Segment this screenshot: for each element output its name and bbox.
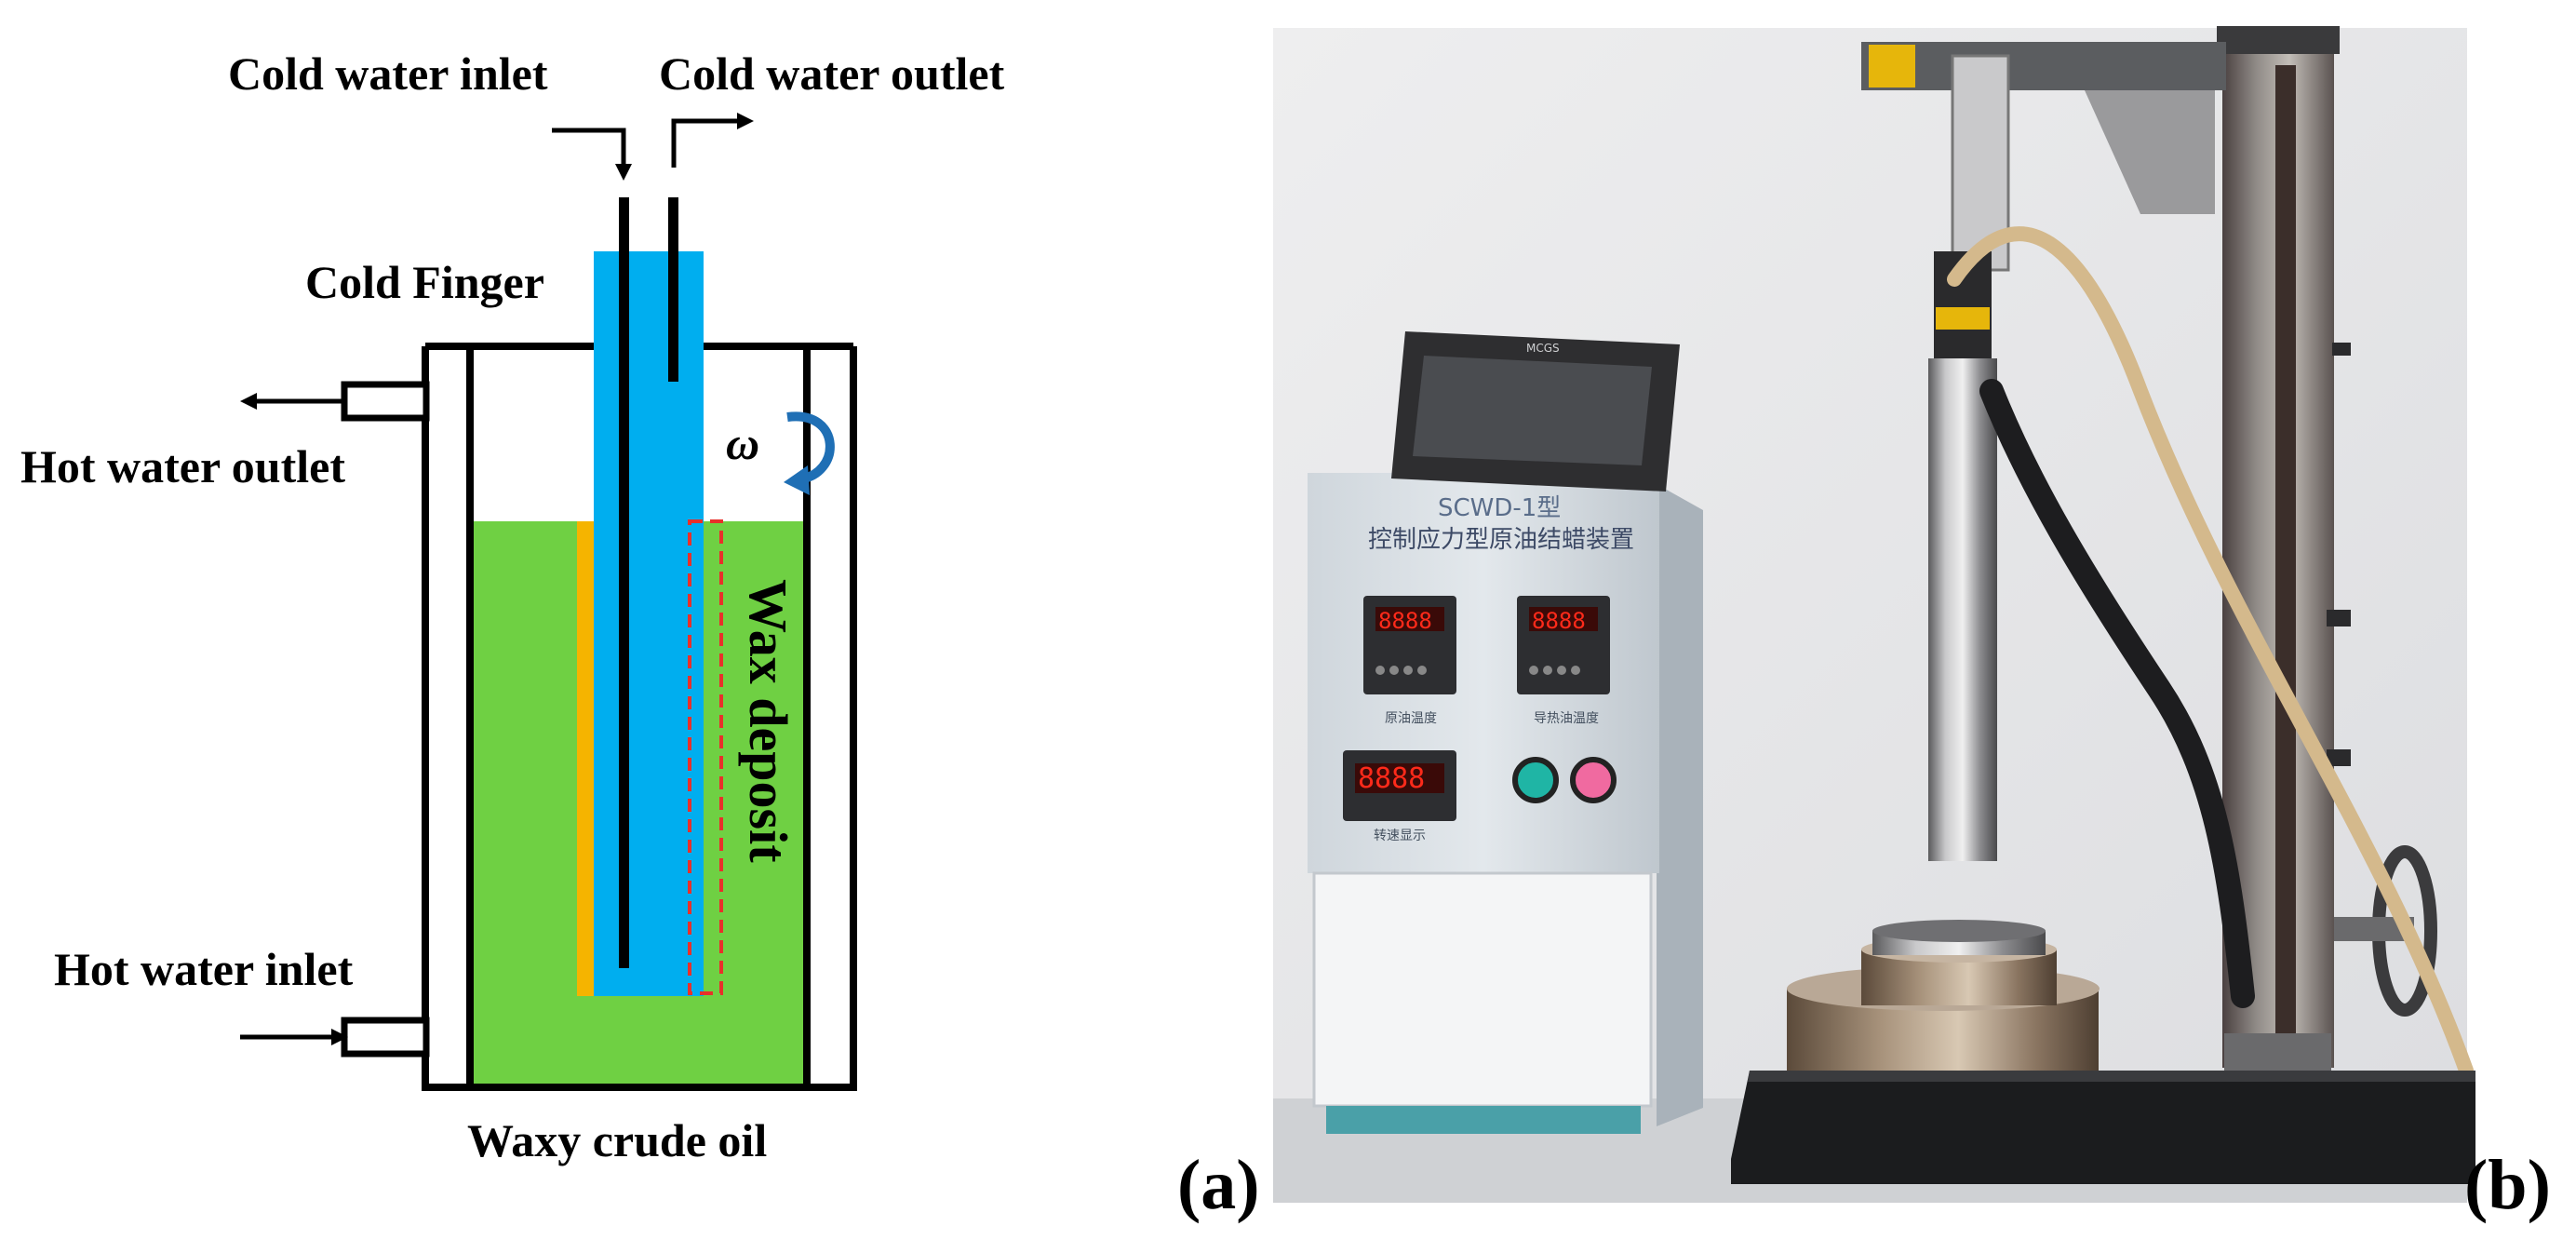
wax-layer bbox=[577, 521, 594, 996]
black-hose bbox=[1979, 379, 2255, 1008]
speed-display-value: 8888 bbox=[1358, 762, 1425, 795]
base-plate-top bbox=[1748, 1071, 2475, 1082]
controller-model-text: SCWD-1型 bbox=[1438, 494, 1561, 522]
cold-finger-label: Cold Finger bbox=[305, 256, 544, 308]
rod-steel bbox=[1928, 358, 1997, 861]
cold-finger-rod bbox=[1928, 251, 1997, 861]
hot-water-inlet-label: Hot water inlet bbox=[54, 943, 354, 995]
rod-coupling-tape bbox=[1936, 307, 1990, 330]
cold-inlet-arrowhead bbox=[615, 164, 632, 181]
cabinet-lower bbox=[1312, 871, 1653, 1108]
cold-finger bbox=[594, 251, 704, 996]
cabinet-foot bbox=[1326, 1106, 1641, 1134]
cold-outlet-arrowhead bbox=[737, 113, 754, 129]
cold-inlet-arrow bbox=[552, 128, 626, 168]
panel-label-b: (b) bbox=[2464, 1146, 2551, 1224]
column-knob-2[interactable] bbox=[2327, 749, 2351, 766]
temp-display-2-caption: 导热油温度 bbox=[1534, 711, 1599, 726]
temp-display-1-caption: 原油温度 bbox=[1385, 711, 1437, 726]
rotation-arrow bbox=[786, 411, 835, 484]
stop-button[interactable] bbox=[1570, 757, 1617, 803]
cold-water-inlet-label: Cold water inlet bbox=[228, 47, 548, 100]
stand-top-cap bbox=[2217, 26, 2340, 54]
cold-water-outlet-label: Cold water outlet bbox=[659, 47, 1005, 100]
column-knob-1[interactable] bbox=[2327, 610, 2351, 626]
hot-inlet-arrowhead bbox=[331, 1029, 348, 1045]
wax-deposit-label: Wax deposit bbox=[738, 579, 798, 863]
flow-arrows bbox=[240, 118, 740, 1040]
column-knob-3[interactable] bbox=[2332, 343, 2351, 356]
controller-cabinet: MCGS SCWD-1型 控制应力型原油结蜡装置 8888 原油温度 8888 … bbox=[1308, 331, 1703, 1134]
stand-rail bbox=[2275, 65, 2296, 1033]
rotation-arrowhead bbox=[784, 465, 810, 495]
stand-crossbeam bbox=[1861, 42, 2226, 90]
cold-water-inlet-tube bbox=[619, 197, 629, 968]
panel-label-a: (a) bbox=[1177, 1146, 1260, 1224]
omega-label: ω bbox=[726, 417, 759, 469]
speed-display: 8888 bbox=[1343, 750, 1456, 821]
temp-display-2: 8888 bbox=[1517, 596, 1610, 694]
schematic-panel: Cold water inlet Cold water outlet Cold … bbox=[20, 47, 1005, 1166]
hot-outlet-arrowhead bbox=[240, 393, 257, 410]
cabinet-side-panel bbox=[1657, 484, 1703, 1126]
hmi-screen bbox=[1413, 356, 1652, 465]
cold-water-outlet-tube bbox=[668, 197, 678, 382]
waxy-crude-oil-label: Waxy crude oil bbox=[467, 1114, 767, 1166]
tan-hose bbox=[1947, 226, 2474, 1078]
hot-water-outlet-label: Hot water outlet bbox=[20, 440, 345, 492]
cold-outlet-arrow bbox=[671, 118, 740, 168]
controller-title-text: 控制应力型原油结蜡装置 bbox=[1368, 526, 1634, 554]
crossbeam-bracket bbox=[2085, 90, 2215, 214]
crossbeam-tag bbox=[1869, 45, 1915, 88]
hot-water-outlet-nozzle bbox=[341, 381, 430, 422]
start-button[interactable] bbox=[1512, 757, 1559, 803]
speed-display-caption: 转速显示 bbox=[1374, 829, 1426, 843]
vessel-opening bbox=[1872, 920, 2046, 942]
temp-display-2-value: 8888 bbox=[1532, 608, 1586, 634]
temp-display-1-value: 8888 bbox=[1378, 608, 1432, 634]
wax-deposit-box bbox=[688, 519, 723, 995]
hot-water-inlet-nozzle bbox=[341, 1017, 430, 1058]
hmi-brand-text: MCGS bbox=[1526, 342, 1560, 355]
temp-display-1: 8888 bbox=[1363, 596, 1456, 694]
base-plate bbox=[1731, 1071, 2475, 1184]
photo-panel: MCGS SCWD-1型 控制应力型原油结蜡装置 8888 原油温度 8888 … bbox=[1273, 26, 2475, 1203]
